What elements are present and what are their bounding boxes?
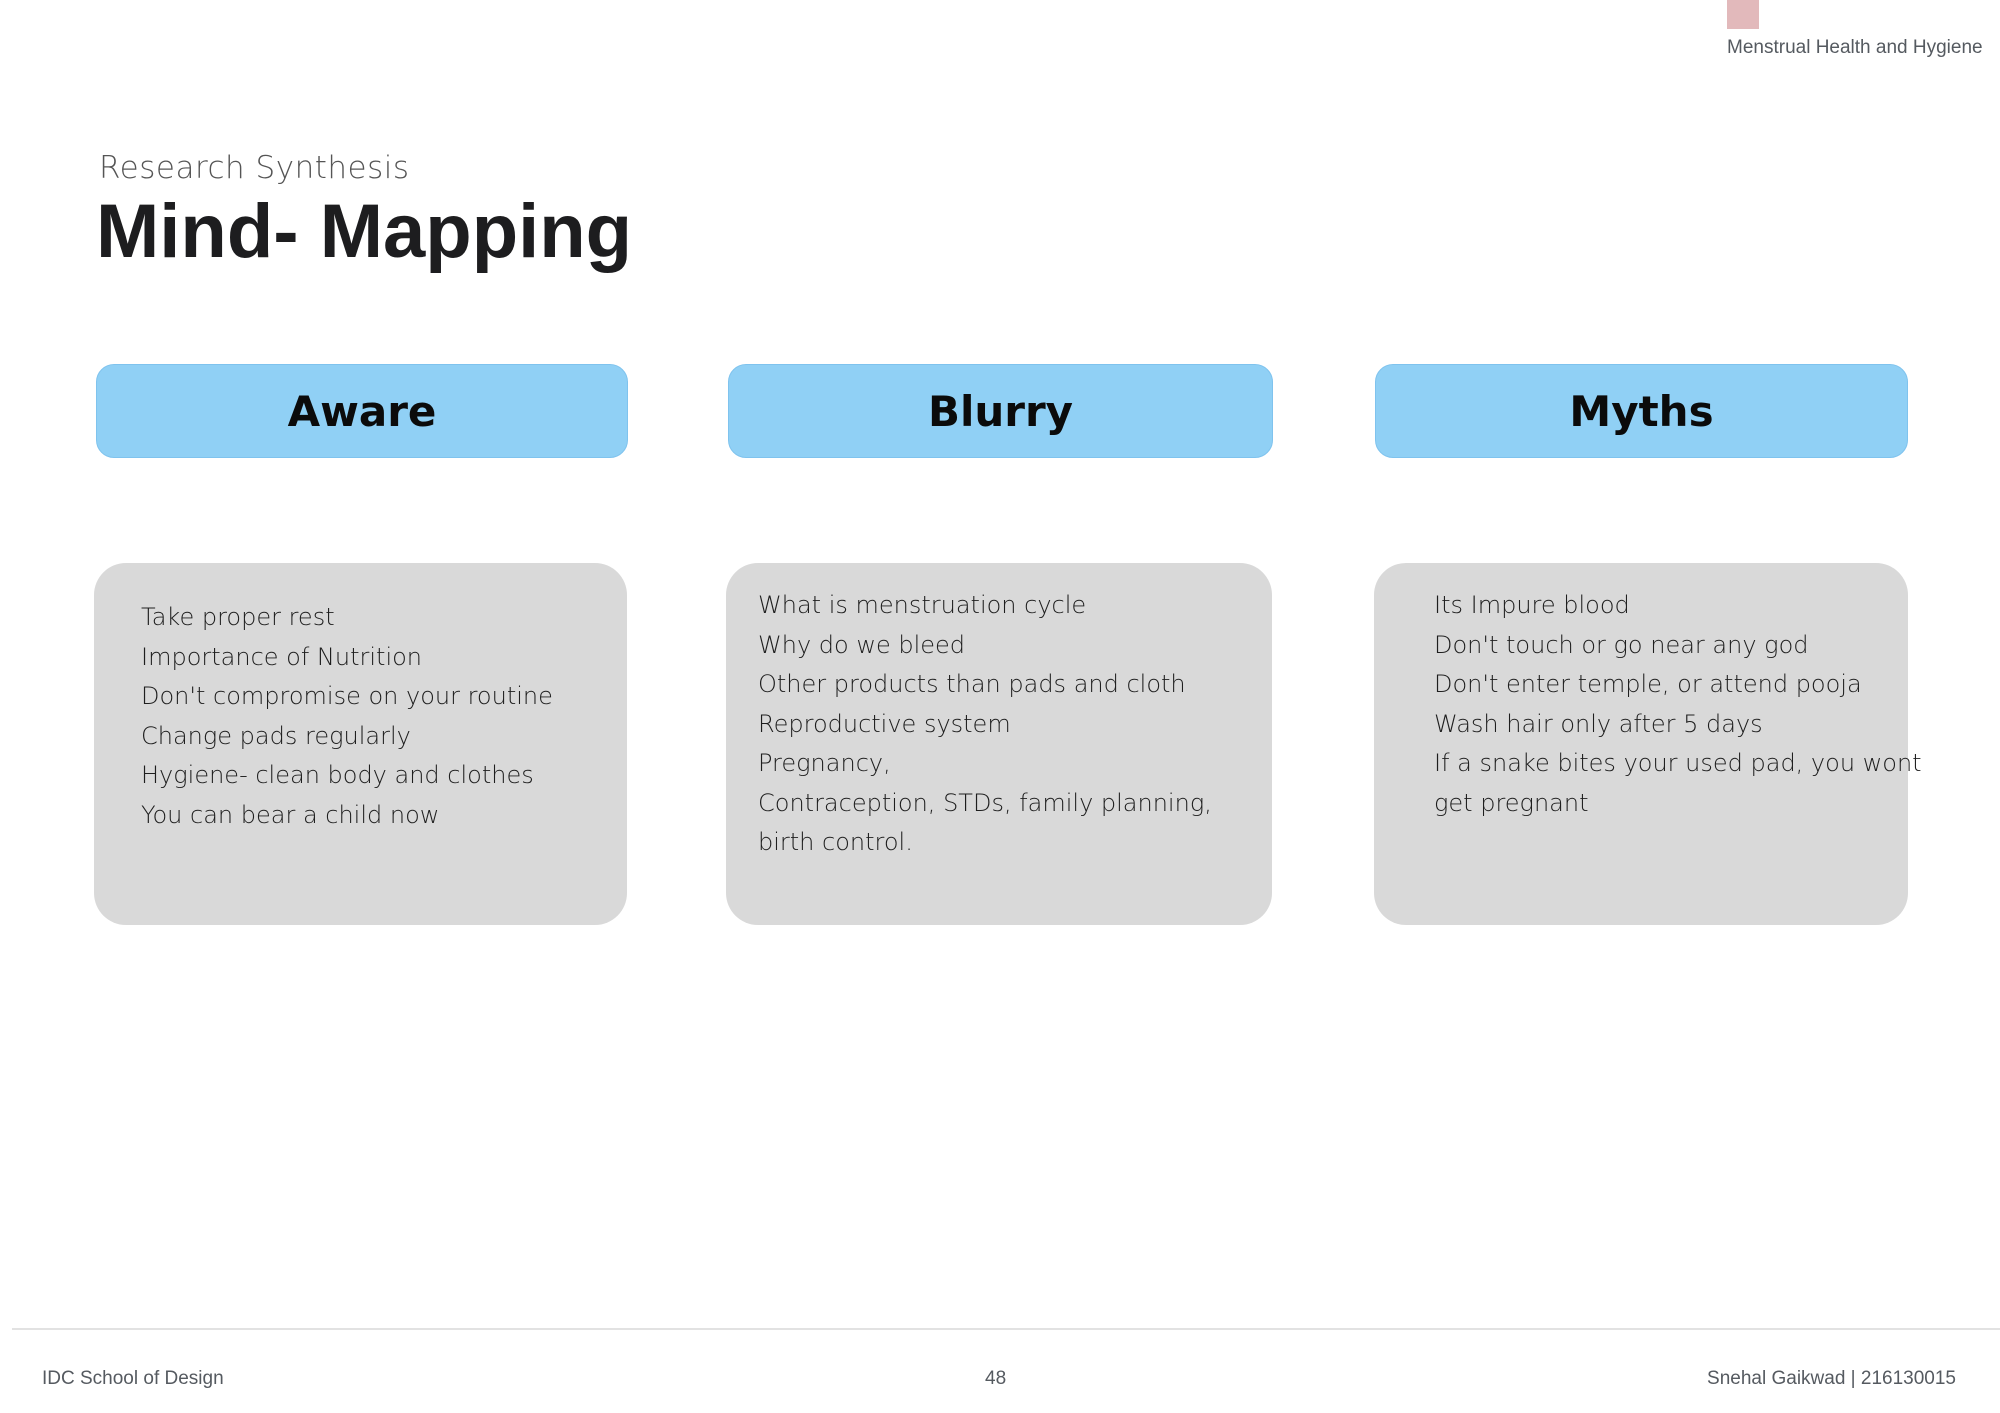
page-number: 48	[985, 1368, 1007, 1389]
aware-heading: Aware	[96, 364, 628, 458]
section-tag: Menstrual Health and Hygiene	[1727, 37, 1983, 58]
page-title: Mind- Mapping	[96, 189, 633, 274]
list-item: Don't touch or go near any god	[1434, 630, 1809, 659]
list-item: Importance of Nutrition	[141, 642, 423, 671]
list-item: Reproductive system	[758, 709, 1011, 738]
list-item: Pregnancy,	[758, 749, 891, 777]
list-item: birth control.	[758, 828, 913, 856]
list-item: Don't enter temple, or attend pooja	[1434, 670, 1862, 698]
list-item: get pregnant	[1434, 788, 1589, 817]
page-subtitle: Research Synthesis	[99, 150, 410, 186]
list-item: If a snake bites your used pad, you wont	[1434, 749, 1922, 777]
aware-list: Take proper rest Importance of Nutrition…	[141, 598, 553, 835]
myths-heading: Myths	[1375, 364, 1908, 458]
footer-divider	[12, 1328, 2000, 1330]
blurry-box: What is menstruation cycle Why do we ble…	[726, 563, 1272, 925]
footer-author: Snehal Gaikwad | 216130015	[1707, 1368, 1956, 1389]
blurry-heading: Blurry	[728, 364, 1273, 458]
list-item: What is menstruation cycle	[758, 591, 1087, 619]
blurry-list: What is menstruation cycle Why do we ble…	[758, 586, 1212, 863]
list-item: Change pads regularly	[141, 721, 411, 750]
list-item: Why do we bleed	[758, 630, 966, 659]
myths-box: Its Impure blood Don't touch or go near …	[1374, 563, 1922, 925]
list-item: You can bear a child now	[141, 800, 440, 829]
list-item: Wash hair only after 5 days	[1434, 709, 1763, 738]
list-item: Take proper rest	[141, 603, 335, 631]
list-item: Other products than pads and cloth	[758, 670, 1186, 698]
list-item: Hygiene- clean body and clothes	[141, 761, 534, 789]
myths-list: Its Impure blood Don't touch or go near …	[1434, 586, 1922, 823]
footer-school: IDC School of Design	[42, 1368, 224, 1389]
list-item: Don't compromise on your routine	[141, 682, 553, 710]
list-item: Its Impure blood	[1434, 591, 1630, 619]
aware-box: Take proper rest Importance of Nutrition…	[94, 563, 627, 925]
tag-color-square	[1727, 0, 1759, 29]
list-item: Contraception, STDs, family planning,	[758, 788, 1212, 817]
